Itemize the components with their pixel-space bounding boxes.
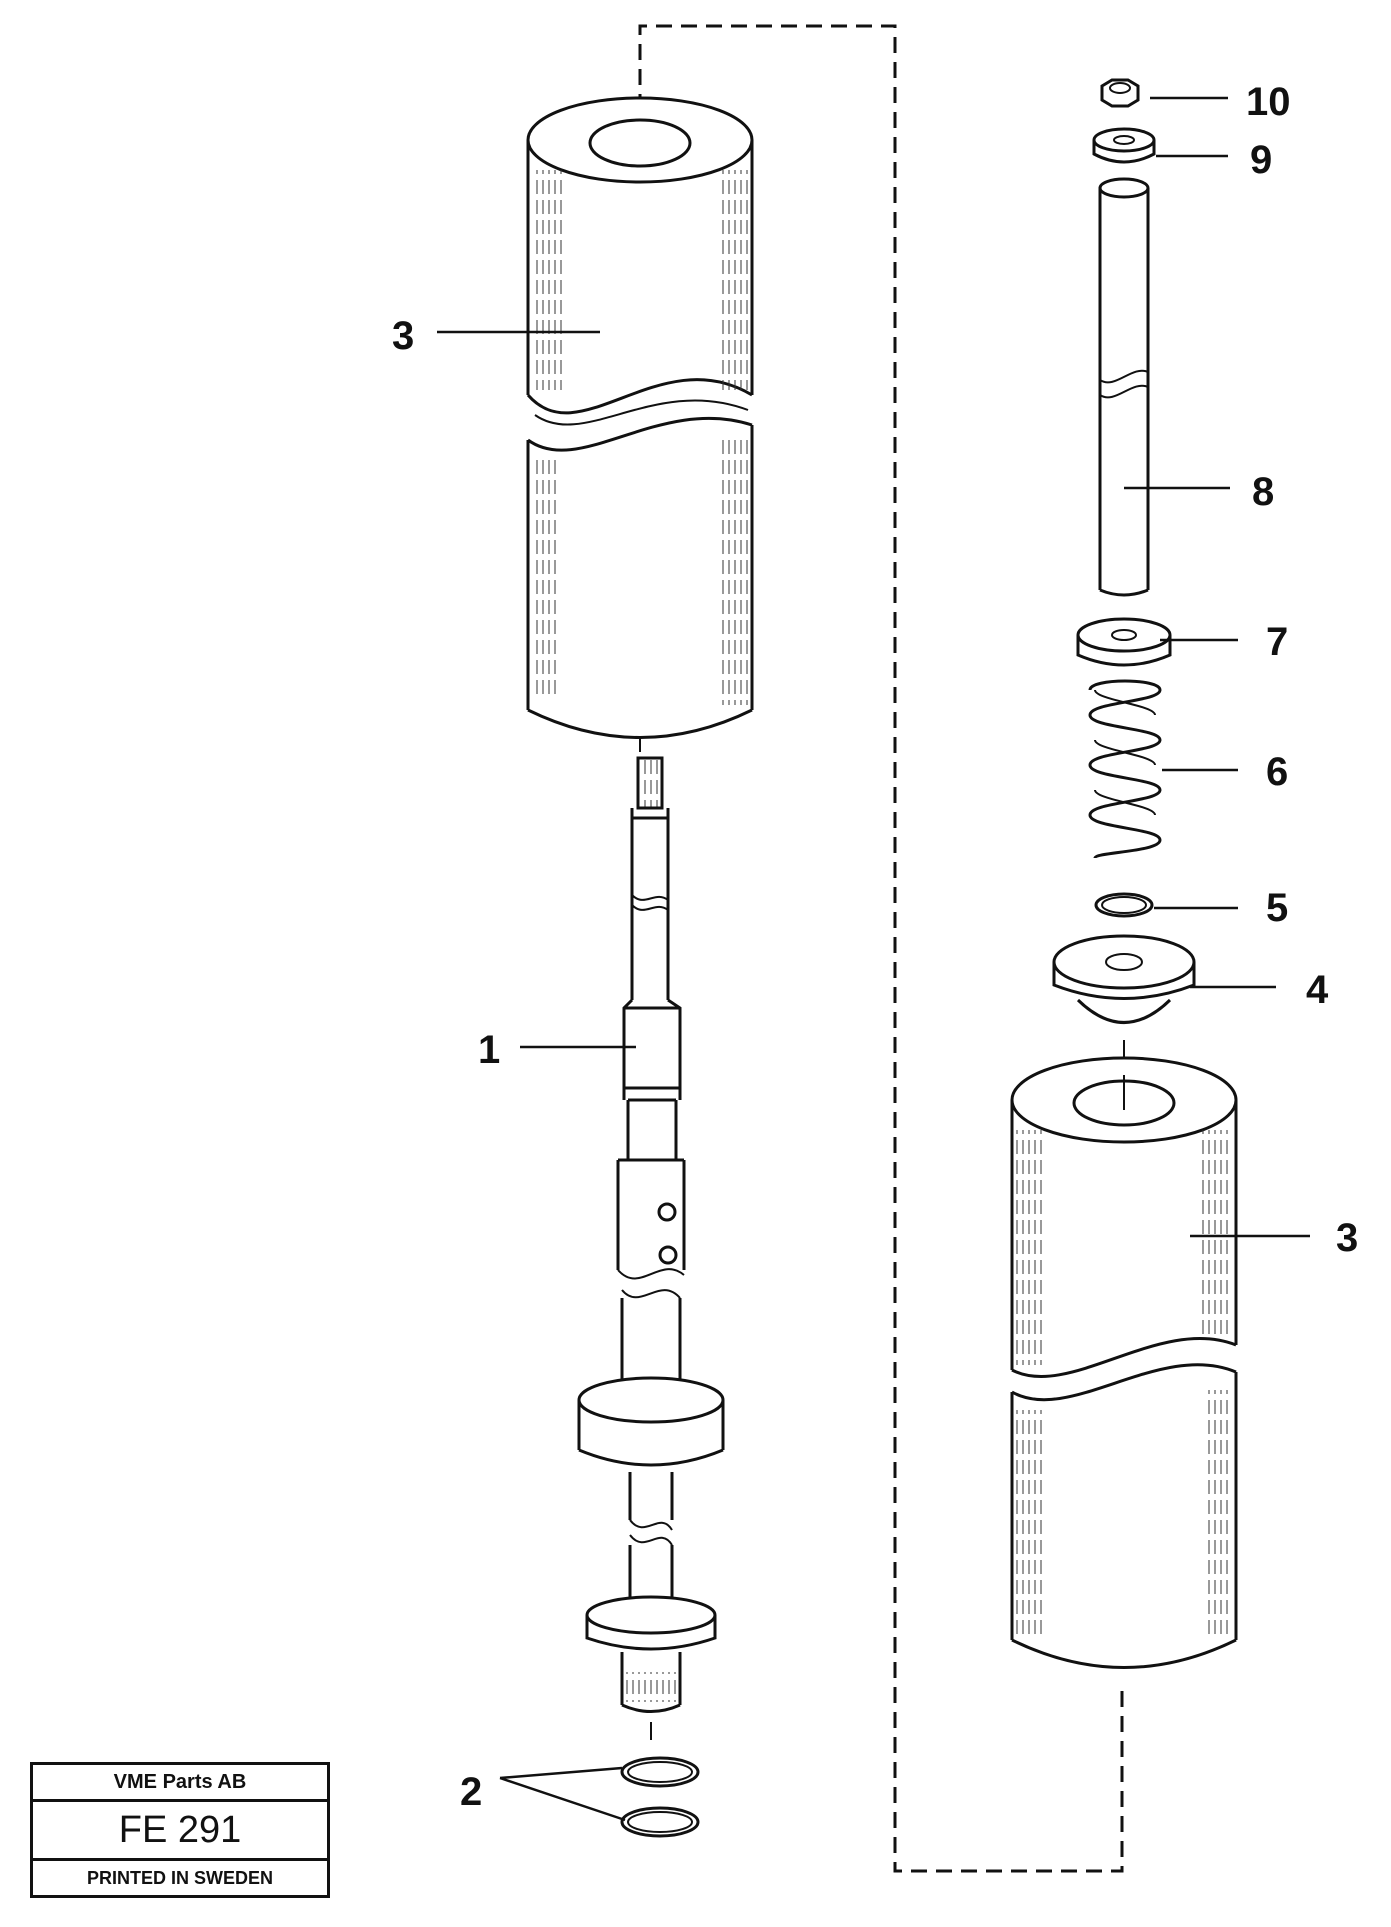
callout-3-right: 3 (1336, 1216, 1359, 1260)
diagram-code: FE 291 (33, 1802, 327, 1861)
ring-part-5 (1094, 892, 1154, 918)
o-rings-part-2 (620, 1756, 700, 1838)
printed-note: PRINTED IN SWEDEN (86, 1867, 273, 1888)
left-cylinder-part-3 (526, 96, 754, 752)
callout-10: 10 (1246, 80, 1291, 124)
callout-3-left: 3 (392, 314, 415, 358)
callout-2: 2 (460, 1770, 483, 1814)
bushing-part-4 (1052, 934, 1196, 1065)
shaft-part-1 (577, 756, 725, 1740)
callout-4: 4 (1306, 968, 1329, 1012)
callout-7: 7 (1266, 620, 1289, 664)
dashed-connector-line (638, 24, 1124, 1873)
spring-part-6 (1088, 679, 1162, 860)
callout-6: 6 (1266, 750, 1289, 794)
nut-part-10 (1100, 78, 1140, 108)
washer-part-7 (1076, 617, 1172, 667)
callout-5: 5 (1266, 886, 1289, 930)
callout-8: 8 (1252, 470, 1275, 514)
right-cylinder-part-3 (1010, 1056, 1238, 1669)
callout-1: 1 (478, 1028, 501, 1072)
leader-lines (437, 96, 1310, 1822)
tube-part-8 (1098, 177, 1150, 597)
title-block: VME Parts AB FE 291 PRINTED IN SWEDEN (30, 1762, 330, 1898)
callout-9: 9 (1250, 138, 1273, 182)
washer-part-9 (1092, 127, 1156, 164)
company-name: VME Parts AB (33, 1765, 327, 1802)
